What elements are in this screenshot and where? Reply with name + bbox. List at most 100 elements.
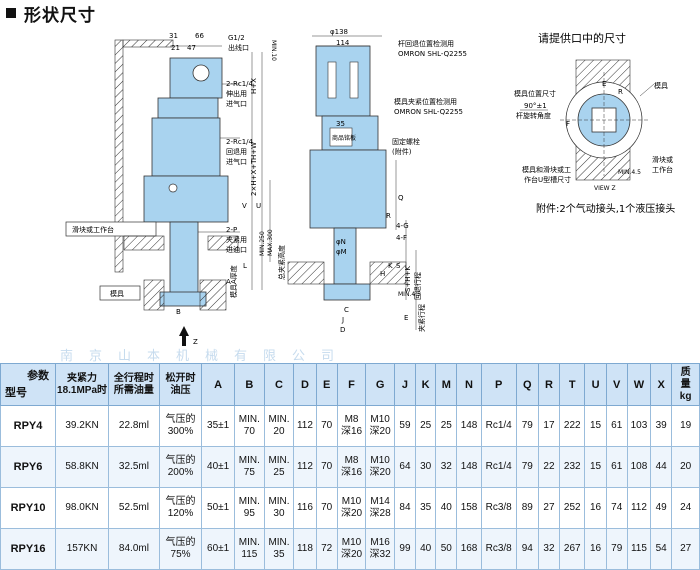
cell-dim: Rc1/4 [480, 446, 517, 488]
header-n: N [456, 363, 482, 406]
cell-pressure: 气压的 120% [158, 487, 203, 529]
cell-force: 157KN [55, 528, 110, 570]
header-b: B [234, 363, 265, 406]
cell-dim: Rc3/8 [480, 528, 517, 570]
header-f: F [336, 363, 367, 406]
right-e: E [602, 80, 606, 88]
cell-pressure: 气压的 300% [158, 405, 203, 447]
cell-dim: 59 [393, 405, 417, 447]
slide-hatch [123, 235, 165, 251]
cell-oil: 52.5ml [108, 487, 160, 529]
left-dim-a: A [226, 278, 231, 286]
left-dim-rc-extend-l1: 伸出用 [226, 89, 247, 98]
cell-dim: 27 [537, 487, 561, 529]
cell-weight: 24 [671, 487, 700, 529]
cell-dim: Rc1/4 [480, 405, 517, 447]
center-sensor-box [315, 45, 371, 117]
header-p: P [480, 363, 517, 406]
cell-weight: 20 [671, 446, 700, 488]
cell-dim: M8 深16 [336, 405, 367, 447]
cell-dim: 32 [435, 446, 458, 488]
dim-e: E [404, 314, 408, 322]
left-dim-mold: 模具 [110, 289, 124, 298]
view-z: VIEW Z [594, 185, 616, 192]
header-r: R [537, 363, 561, 406]
cell-dim: 35±1 [201, 405, 236, 447]
dim-d138: φ138 [330, 28, 348, 36]
dim-shk: S+H+K [404, 266, 412, 292]
arrow-z-icon [179, 326, 189, 346]
mold-hatch [143, 279, 165, 311]
left-dim-rc-retract-l2: 进气口 [226, 157, 247, 166]
header-u: U [584, 363, 607, 406]
mold-pos: 模具位置尺寸 [514, 89, 556, 98]
cell-dim: 50 [435, 528, 458, 570]
cell-dim: 72 [315, 528, 338, 570]
cell-dim: 74 [605, 487, 628, 529]
rod-head [159, 291, 207, 307]
left-dim-total: 总夹紧高度 [277, 245, 286, 280]
left-dim-rc-extend-l2: 进气口 [226, 99, 247, 108]
cell-dim: M10 深20 [365, 405, 395, 447]
left-dim-mold-a: 模具A厚度 [229, 265, 238, 298]
right-title: 请提供口中的尺寸 [538, 31, 626, 45]
cell-dim: 35 [415, 487, 437, 529]
cell-force: 98.0KN [55, 487, 110, 529]
slide-1: 滑块或 [652, 155, 673, 164]
cell-weight: 19 [671, 405, 700, 447]
rod [169, 221, 199, 295]
header-v: V [605, 363, 628, 406]
cell-dim: Rc3/8 [480, 487, 517, 529]
dim-j: J [341, 316, 344, 324]
cell-dim: M8 深16 [336, 446, 367, 488]
nameplate [329, 127, 353, 147]
cell-oil: 32.5ml [108, 446, 160, 488]
cell-dim: 148 [456, 405, 482, 447]
return-stroke: 回退行程 [413, 272, 422, 300]
left-dim-oil-l2: 进油口 [226, 245, 247, 254]
slide-box [65, 221, 157, 237]
cell-dim: 16 [584, 487, 607, 529]
sensor-top-2: OMRON SHL-Q2255 [398, 50, 467, 58]
right-view: 请提供口中的尺寸 模具 模具位置尺寸 90°±1 杆旋转角度 模具和滑块或工 作… [514, 31, 675, 215]
cell-dim: 22 [537, 446, 561, 488]
cell-dim: 89 [515, 487, 539, 529]
cell-pressure: 气压的 200% [158, 446, 203, 488]
header-a: A [201, 363, 236, 406]
frame-hatch [114, 39, 124, 273]
cell-dim: 267 [559, 528, 586, 570]
slide-hatch-2 [207, 235, 239, 251]
header-w: W [626, 363, 652, 406]
dim-dn: φN [336, 238, 346, 246]
left-dim-rc-extend: 2-Rc1/4 [226, 80, 254, 88]
left-dim-hxt: 2×H+X+T [250, 159, 258, 196]
cell-dim: 60±1 [201, 528, 236, 570]
cell-dim: 118 [293, 528, 317, 570]
cell-dim: 79 [515, 446, 539, 488]
cell-dim: 70 [315, 446, 338, 488]
cell-dim: 70 [315, 405, 338, 447]
mold-box [99, 285, 141, 301]
dim-k: K [388, 262, 393, 270]
u-slot-1: 模具和滑块或工 [522, 165, 571, 174]
cell-dim: 40 [435, 487, 458, 529]
dim-c: C [344, 306, 349, 314]
cell-dim: 25 [415, 405, 437, 447]
cell-force: 39.2KN [55, 405, 110, 447]
dim-114: 114 [336, 39, 350, 47]
header-q: Q [515, 363, 539, 406]
section-title-text: 形状尺寸 [24, 5, 96, 26]
cell-dim: MIN. 30 [263, 487, 295, 529]
dim-d: D [340, 326, 345, 334]
cell-dim: 49 [650, 487, 673, 529]
header-pressure: 松开时 油压 [158, 363, 203, 406]
cell-dim: 112 [293, 405, 317, 447]
left-dim-hw: H+W [250, 142, 258, 160]
cell-dim: MIN. 20 [263, 405, 295, 447]
clamp-stroke: 夹紧行程 [417, 304, 426, 332]
header-oil: 全行程时 所需油量 [108, 363, 160, 406]
dim-4f: 4-F [396, 234, 407, 242]
